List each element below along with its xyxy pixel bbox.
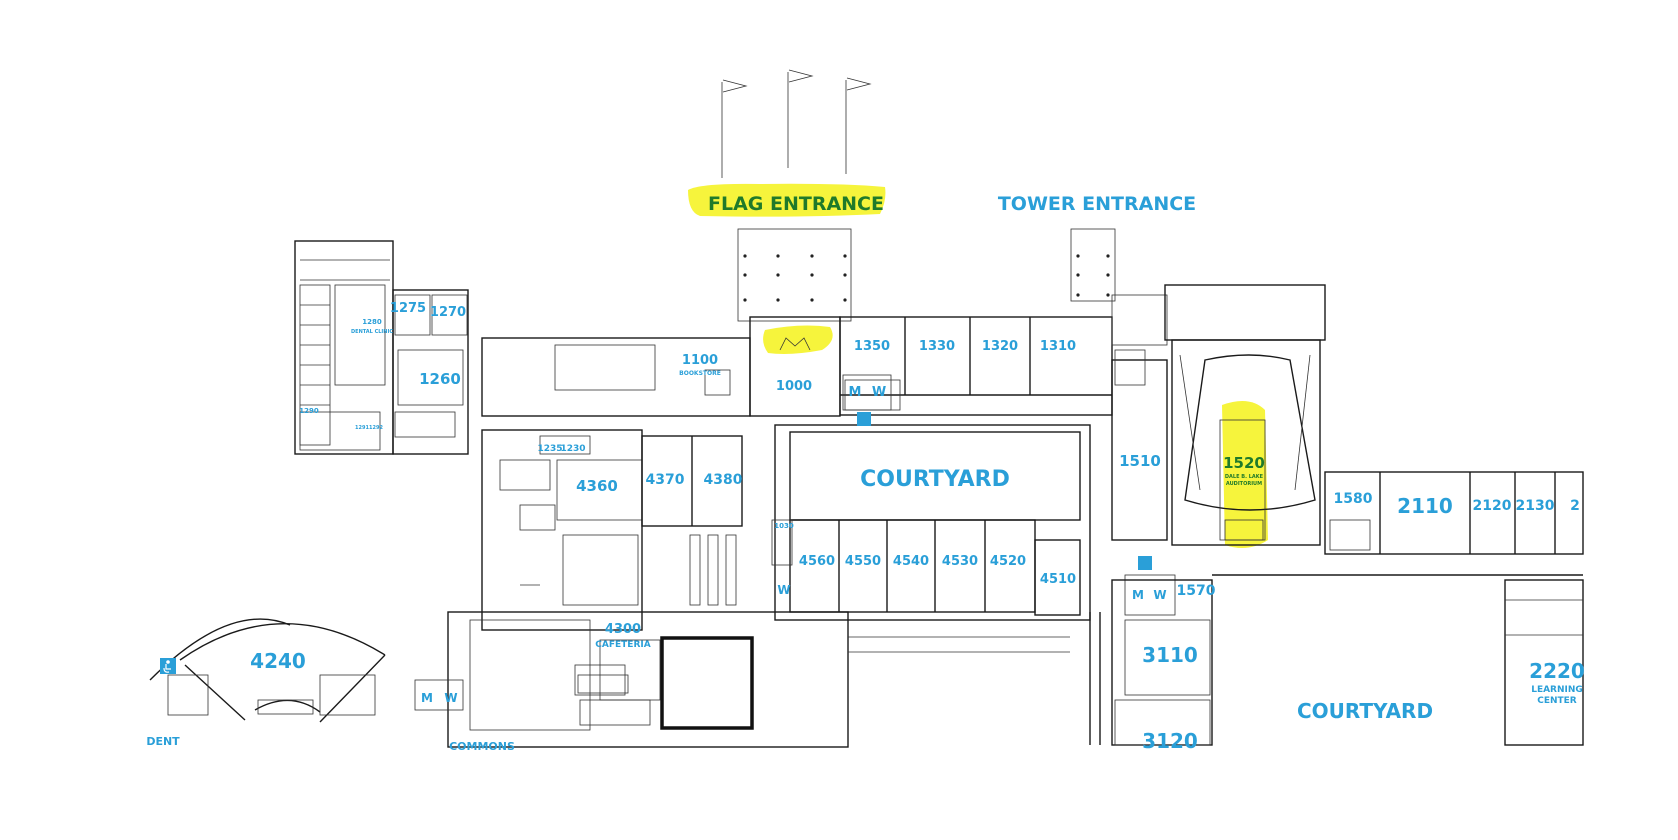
room-4370-label: 4370 — [646, 472, 685, 488]
room-1100-label: 1100 — [682, 353, 718, 368]
room-1290-label: 1290 — [299, 407, 319, 415]
room-1292-label: 1292 — [369, 425, 383, 431]
room-1350-label: 1350 — [854, 339, 890, 354]
room-2130-label: 2130 — [1516, 498, 1555, 514]
room-labels: 1275 1270 1280 DENTAL CLINIC 1260 1290 1… — [146, 301, 1585, 753]
room-2110-label: 2110 — [1397, 494, 1453, 518]
room-1310-label: 1310 — [1040, 339, 1076, 354]
room-4300-label: 4300 — [605, 622, 641, 637]
room-4530-label: 4530 — [942, 554, 978, 569]
room-1000-label: 1000 — [776, 379, 812, 394]
room-1580-label: 1580 — [1334, 491, 1373, 507]
commons-partial-label: COMMONS — [449, 740, 515, 753]
courtyard-south-label: COURTYARD — [1297, 699, 1433, 723]
restroom-women-label-3: W — [1153, 588, 1166, 602]
room-1520-sublabel-2: AUDITORIUM — [1226, 481, 1262, 487]
room-1510-label: 1510 — [1119, 452, 1161, 470]
room-2220-sublabel-1: LEARNING — [1531, 685, 1583, 695]
flag-entrance-highlight — [688, 183, 886, 217]
room-1330-label: 1330 — [919, 339, 955, 354]
room-2140-label: 2 — [1570, 498, 1580, 514]
room-4510-label: 4510 — [1040, 572, 1076, 587]
courtyard-north-label: COURTYARD — [860, 467, 1010, 492]
room-2220-label: 2220 — [1529, 659, 1585, 683]
room-1235-label: 1235 — [537, 444, 562, 454]
room-4360-label: 4360 — [576, 477, 618, 495]
room-1280-sublabel: DENTAL CLINIC — [351, 329, 393, 335]
room-1230-label: 1230 — [560, 444, 585, 454]
room-1520-sublabel-1: DALE B. LAKE — [1225, 474, 1264, 480]
room-4540-label: 4540 — [893, 554, 929, 569]
restroom-icon — [857, 412, 1152, 570]
accessibility-icon — [160, 658, 176, 674]
portico-columns — [743, 254, 1110, 302]
room-4380-label: 4380 — [704, 472, 743, 488]
flag-entrance-door — [779, 337, 811, 351]
room-2220-sublabel-2: CENTER — [1537, 696, 1577, 706]
restroom-men-label-2: M — [1132, 588, 1144, 602]
restroom-women-label-1: W — [872, 385, 886, 400]
restroom-women-label-2: W — [777, 583, 790, 597]
restroom-men-label-3: M — [421, 691, 433, 705]
room-4300-sublabel: CAFETERIA — [595, 640, 650, 650]
tower-entrance-label: TOWER ENTRANCE — [998, 193, 1196, 215]
room-3110-label: 3110 — [1142, 643, 1198, 667]
room-2120-label: 2120 — [1473, 498, 1512, 514]
restroom-labels: M W W M W M W — [421, 385, 1167, 705]
room-4240-label: 4240 — [250, 649, 306, 673]
flag-entrance-label: FLAG ENTRANCE — [708, 193, 884, 215]
room-4520-label: 4520 — [990, 554, 1026, 569]
room-1570-label: 1570 — [1177, 583, 1216, 599]
flag-poles — [721, 69, 872, 178]
building-walls — [149, 228, 1584, 748]
room-4560-label: 4560 — [799, 554, 835, 569]
restroom-men-label-1: M — [849, 385, 862, 400]
room-3120-label: 3120 — [1142, 729, 1198, 753]
room-1100-sublabel: BOOKSTORE — [679, 370, 721, 377]
room-1275-label: 1275 — [390, 301, 426, 316]
room-1291-label: 1291 — [355, 425, 369, 431]
room-1280-label: 1280 — [362, 318, 382, 326]
room-1320-label: 1320 — [982, 339, 1018, 354]
room-4550-label: 4550 — [845, 554, 881, 569]
restroom-women-label-4: W — [444, 691, 457, 705]
room-1270-label: 1270 — [430, 305, 466, 320]
room-1260-label: 1260 — [419, 370, 461, 388]
flag-door-highlight — [763, 325, 833, 354]
room-1520-label: 1520 — [1223, 454, 1265, 472]
room-1030-label: 1030 — [774, 522, 794, 530]
student-partial-label: DENT — [146, 735, 180, 748]
auditorium-highlight — [1222, 401, 1268, 549]
